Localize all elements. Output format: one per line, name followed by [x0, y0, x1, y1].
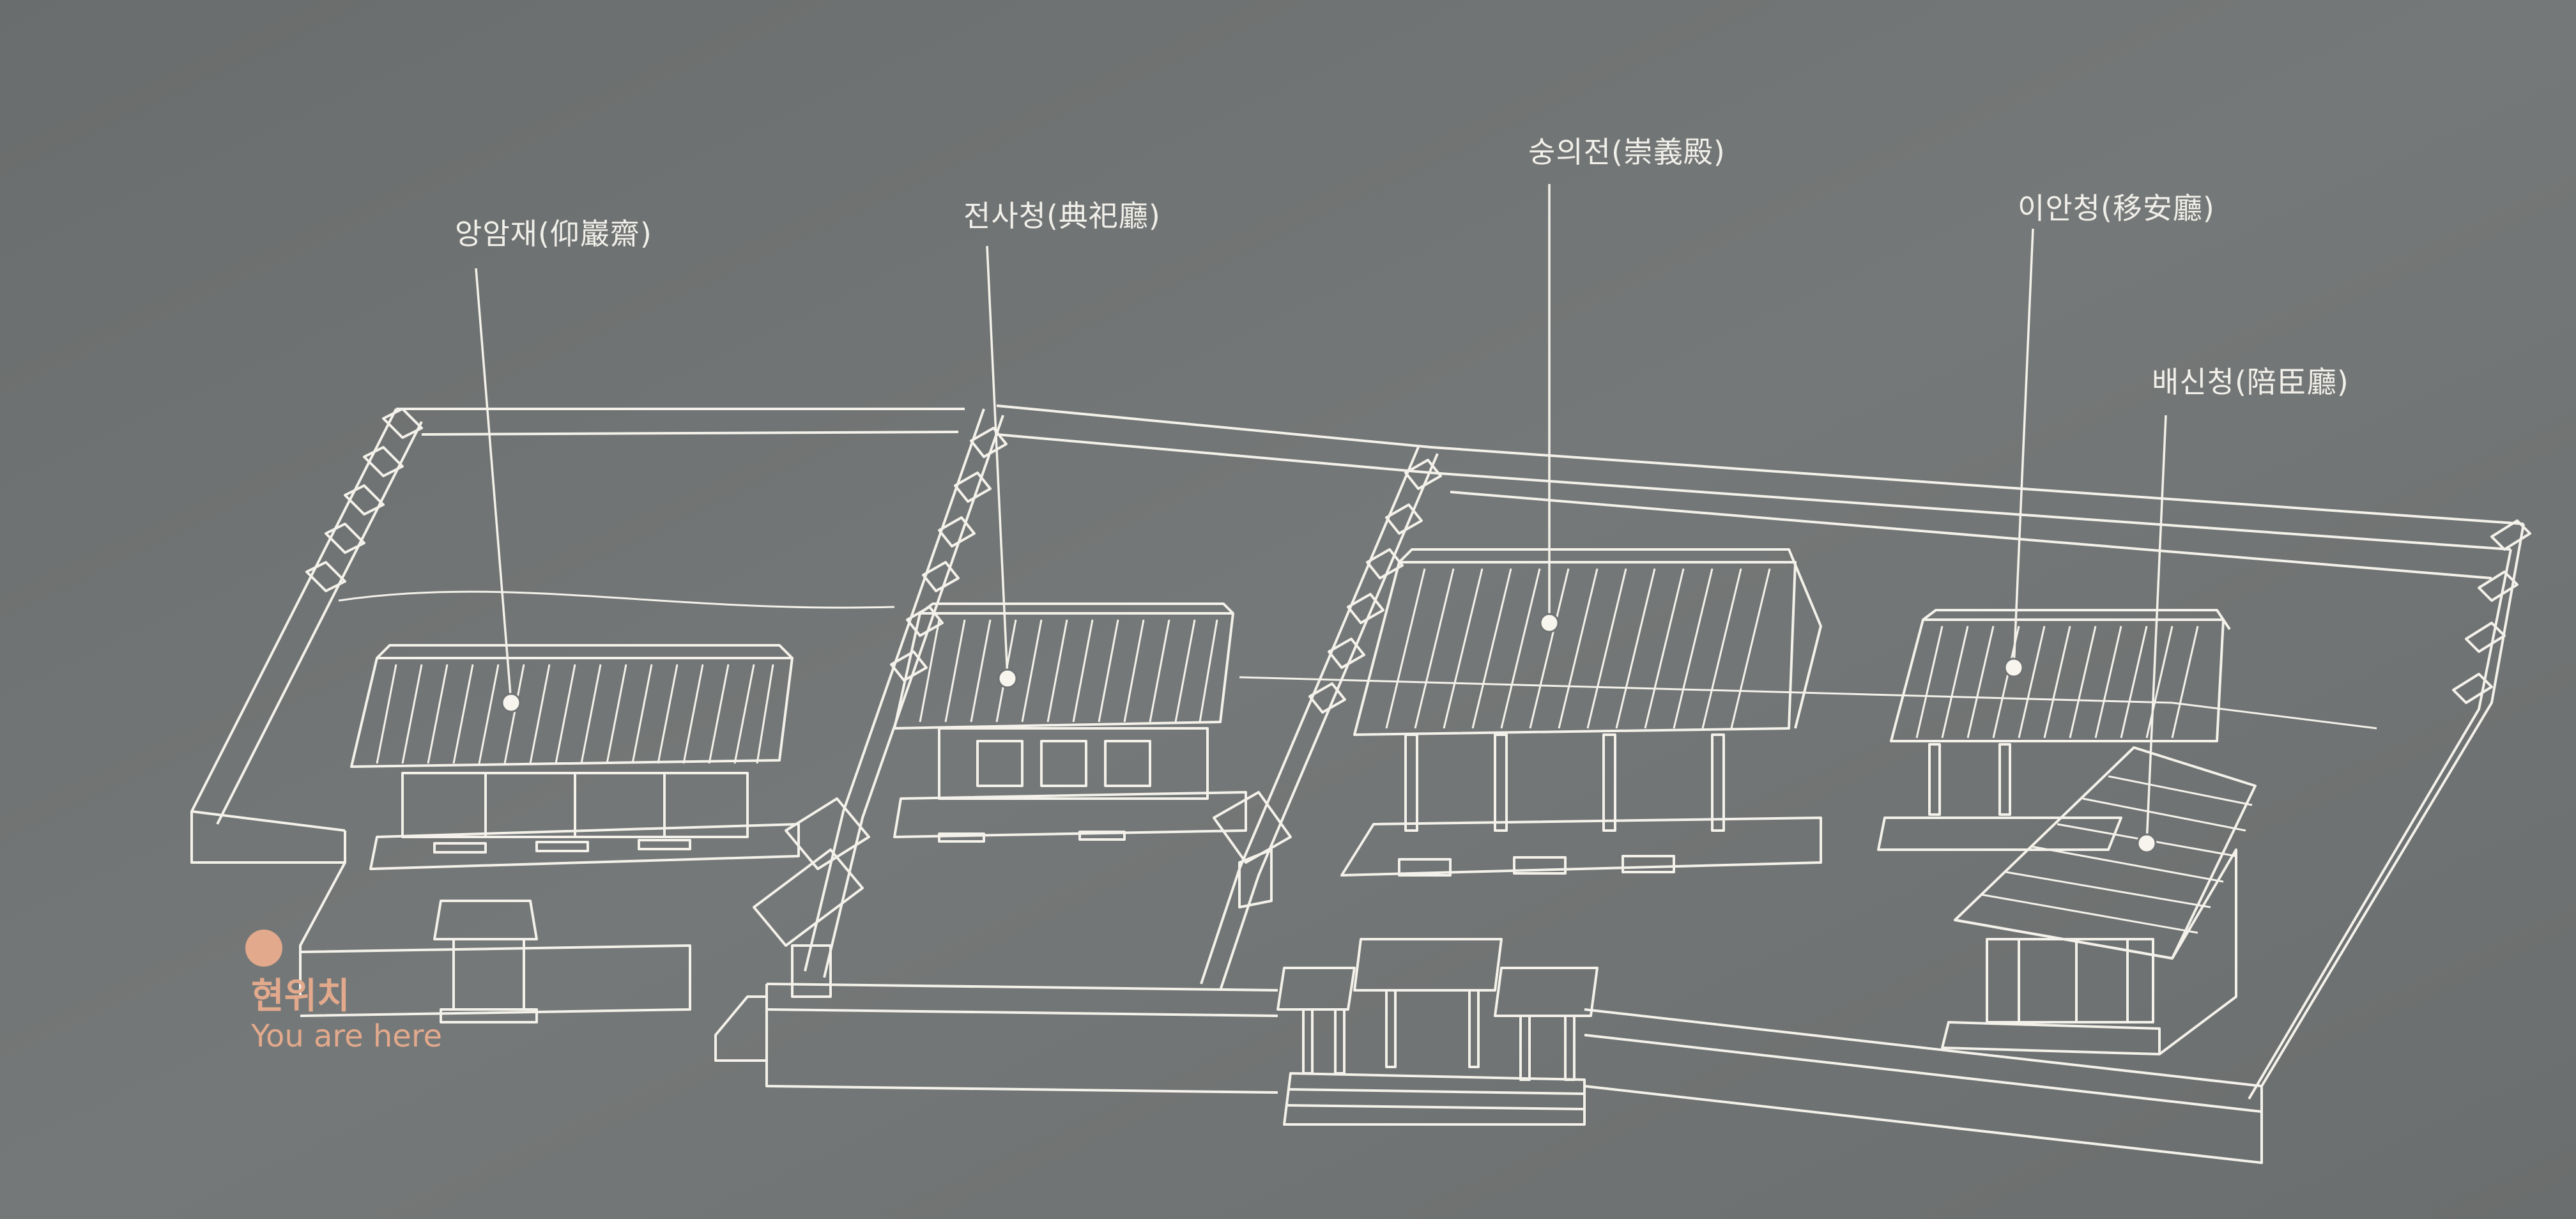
back-wall	[996, 404, 2524, 579]
inner-wall-1	[804, 408, 1008, 978]
main-gate	[1276, 938, 1598, 1126]
label-jeonsacheong: 전사청(典祀廳)	[963, 199, 1161, 233]
left-wall	[190, 408, 965, 997]
label-iancheong: 이안청(移安廳)	[2018, 191, 2215, 226]
baesincheong-building	[1941, 746, 2257, 1055]
label-sunguijeon: 숭의전(崇義殿)	[1528, 135, 1726, 169]
sunguijeon-building	[1340, 548, 1822, 877]
small-gate-left	[433, 900, 538, 1023]
current-location-label-ko: 현위치	[251, 976, 350, 1017]
front-wall	[300, 944, 2263, 1164]
leader-lines	[475, 184, 2167, 844]
iancheong-building	[1877, 609, 2231, 851]
label-baesincheong: 배신청(陪臣廳)	[2152, 365, 2349, 399]
label-angamjae: 앙암재(仰巖齋)	[455, 217, 652, 251]
current-location-marker	[245, 930, 282, 967]
jeonsacheong-building	[893, 602, 1247, 843]
angamjae-building	[350, 644, 800, 870]
pointer-dots	[501, 613, 2157, 854]
side-gate	[714, 791, 1292, 1062]
current-location-label-en: You are here	[251, 1018, 443, 1054]
